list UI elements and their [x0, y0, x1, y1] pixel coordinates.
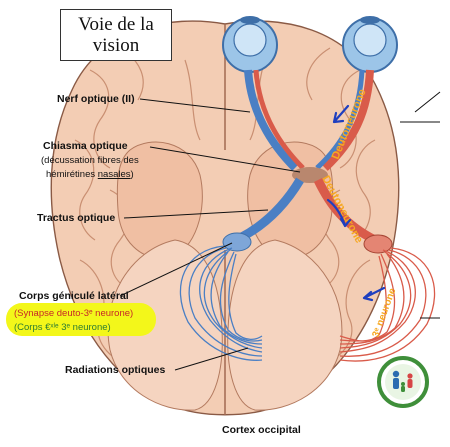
label-chiasma-note-1: (décussation fibres des	[41, 155, 139, 166]
label-chiasma-note-2: hémirétines nasales)	[46, 169, 134, 180]
optic-tract-left	[237, 177, 304, 242]
optic-chiasma	[292, 167, 328, 183]
optic-radiations-left	[179, 245, 263, 361]
arrow-left-icon	[362, 286, 386, 302]
label-chiasma: Chiasma optique	[43, 140, 128, 152]
title-line-1: Voie de la	[78, 14, 154, 35]
lgn-highlight	[6, 303, 156, 336]
label-lgn-body: (Corps €ˣˡᵉ 3ᵉ neurone)	[14, 322, 111, 333]
label-optic-nerve: Nerf optique (II)	[57, 93, 135, 105]
title-line-2: vision	[92, 35, 140, 56]
lgn-right	[363, 234, 393, 254]
direction-arrows	[326, 104, 386, 302]
arrow-down-left-icon	[332, 104, 350, 124]
lgn-left	[222, 232, 252, 252]
diagram-title: Voie de la vision	[60, 9, 172, 61]
label-optic-tract: Tractus optique	[37, 212, 116, 224]
optic-radiations-right	[339, 247, 436, 362]
label-nasal: nasales	[97, 169, 131, 180]
label-lgn-synapse: (Synapse deuto-3ᵉ neurone)	[14, 308, 134, 319]
label-cortex: Cortex occipital	[222, 424, 301, 436]
label-lgn: Corps géniculé latéral	[19, 290, 129, 302]
label-radiations: Radiations optiques	[65, 364, 166, 376]
optic-nerve-right	[322, 69, 374, 171]
leader-lines	[119, 91, 441, 371]
family-logo-icon	[377, 356, 429, 408]
arrow-down-right-icon	[326, 198, 352, 228]
right-eye	[342, 16, 398, 73]
optic-nerve-left	[244, 69, 298, 171]
left-eye	[222, 16, 278, 73]
